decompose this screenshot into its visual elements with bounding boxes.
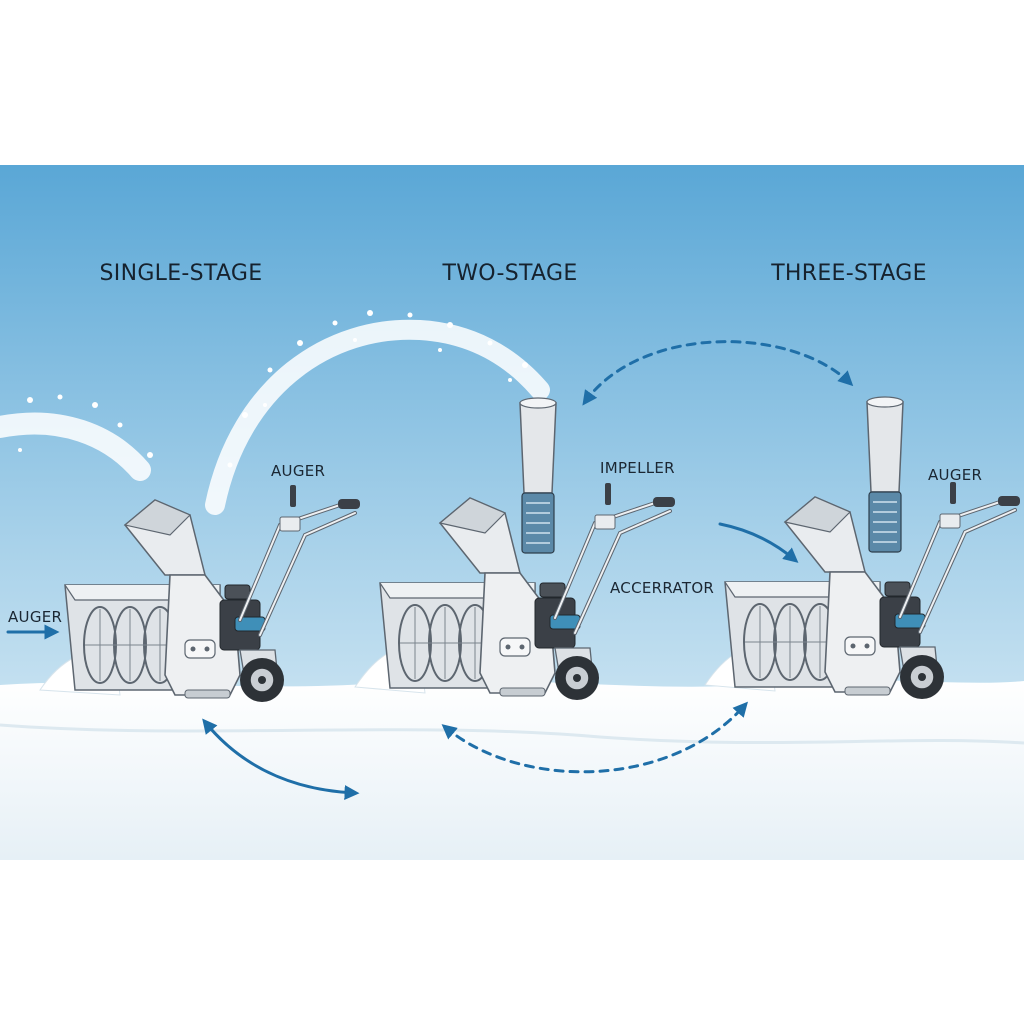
- panel-title-two-stage: TWO-STAGE: [442, 261, 578, 286]
- scene-art: [0, 165, 1024, 860]
- label-auger-top: AUGER: [271, 462, 326, 480]
- panel-title-three-stage: THREE-STAGE: [771, 261, 927, 286]
- label-accerrator: ACCERRATOR: [610, 579, 715, 597]
- diagram-scene: SINGLE-STAGE TWO-STAGE THREE-STAGE AUGER…: [0, 165, 1024, 860]
- label-auger-left: AUGER: [8, 608, 63, 626]
- panel-title-single-stage: SINGLE-STAGE: [99, 261, 263, 286]
- label-impeller: IMPELLER: [600, 459, 675, 477]
- label-auger-three-stage: AUGER: [928, 466, 983, 484]
